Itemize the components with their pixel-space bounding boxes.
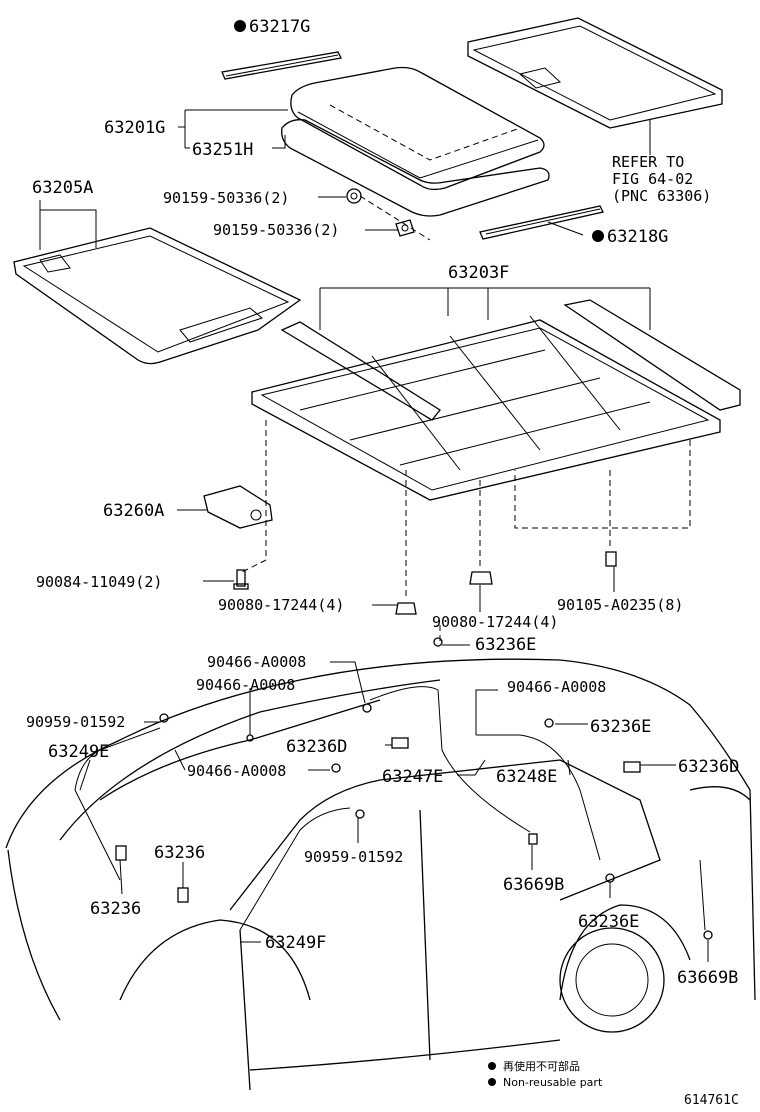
housing-frame-63205a bbox=[13, 227, 302, 365]
label-refer-to: REFER TO bbox=[612, 153, 684, 171]
label-63249f: 63249F bbox=[265, 933, 326, 953]
sunshade-reference-panel bbox=[467, 17, 723, 129]
screw-90084 bbox=[233, 569, 249, 590]
label-63247e: 63247E bbox=[382, 767, 443, 787]
part-number-labels: 63217G 63201G 63251H REFER TO FIG 64-02 … bbox=[26, 17, 739, 988]
label-90959-upper: 90959-01592 bbox=[26, 713, 125, 731]
bolt-lower bbox=[395, 219, 415, 237]
label-63236e-bottom: 63236E bbox=[578, 912, 639, 932]
label-63205a: 63205A bbox=[32, 178, 93, 198]
drain-hoses bbox=[74, 686, 706, 931]
nut-90080-right bbox=[469, 571, 493, 585]
label-63217g: 63217G bbox=[249, 17, 310, 37]
label-63248e: 63248E bbox=[496, 767, 557, 787]
label-63669b-right: 63669B bbox=[677, 968, 738, 988]
label-bolt-upper: 90159-50336(2) bbox=[163, 189, 289, 207]
label-90959-lower: 90959-01592 bbox=[304, 848, 403, 866]
glass-seal bbox=[281, 119, 550, 217]
label-90466-c: 90466-A0008 bbox=[507, 678, 606, 696]
weatherstrip-63217g bbox=[221, 51, 342, 80]
label-63236e-right: 63236E bbox=[590, 717, 651, 737]
label-63203f: 63203F bbox=[448, 263, 509, 283]
nut-90080-left bbox=[395, 602, 417, 615]
non-reusable-bullet-icon bbox=[488, 1062, 496, 1070]
label-63251h: 63251H bbox=[192, 140, 253, 160]
non-reusable-bullet-icon bbox=[488, 1078, 496, 1086]
label-90105: 90105-A0235(8) bbox=[557, 596, 683, 614]
label-63236d-right: 63236D bbox=[678, 757, 739, 777]
drive-motor-63260a bbox=[203, 485, 273, 529]
legend: 再使用不可部品 Non-reusable part bbox=[488, 1059, 603, 1089]
label-90466-b: 90466-A0008 bbox=[196, 676, 295, 694]
label-90080-right: 90080-17244(4) bbox=[432, 613, 558, 631]
label-refer-pnc: (PNC 63306) bbox=[612, 187, 711, 205]
bolt-upper bbox=[346, 188, 362, 204]
label-63249e: 63249E bbox=[48, 742, 109, 762]
label-bolt-lower: 90159-50336(2) bbox=[213, 221, 339, 239]
sunroof-housing-63203f bbox=[251, 299, 741, 501]
hose-clips bbox=[115, 637, 713, 940]
label-90084: 90084-11049(2) bbox=[36, 573, 162, 591]
assembly-guide-lines bbox=[241, 195, 691, 645]
label-90080-left: 90080-17244(4) bbox=[218, 596, 344, 614]
label-90466-d: 90466-A0008 bbox=[187, 762, 286, 780]
legend-japanese: 再使用不可部品 bbox=[503, 1059, 580, 1073]
sliding-glass-panel bbox=[290, 66, 545, 191]
label-63236e-top: 63236E bbox=[475, 635, 536, 655]
figure-id: 614761C bbox=[684, 1093, 739, 1108]
label-63236-lower: 63236 bbox=[90, 899, 141, 919]
weatherstrip-63218g bbox=[479, 205, 604, 240]
non-reusable-marker-icon bbox=[234, 20, 246, 32]
label-63236-upper: 63236 bbox=[154, 843, 205, 863]
label-63201g: 63201G bbox=[104, 118, 165, 138]
label-63218g: 63218G bbox=[607, 227, 668, 247]
label-63669b-center: 63669B bbox=[503, 875, 564, 895]
label-63260a: 63260A bbox=[103, 501, 164, 521]
leader-lines bbox=[39, 109, 709, 962]
label-refer-fig: FIG 64-02 bbox=[612, 170, 693, 188]
vehicle-body-outline bbox=[5, 658, 756, 1091]
non-reusable-marker-icon bbox=[592, 230, 604, 242]
screw-90105 bbox=[605, 551, 617, 567]
label-63236d-center: 63236D bbox=[286, 737, 347, 757]
label-90466-a: 90466-A0008 bbox=[207, 653, 306, 671]
legend-english: Non-reusable part bbox=[503, 1076, 603, 1089]
